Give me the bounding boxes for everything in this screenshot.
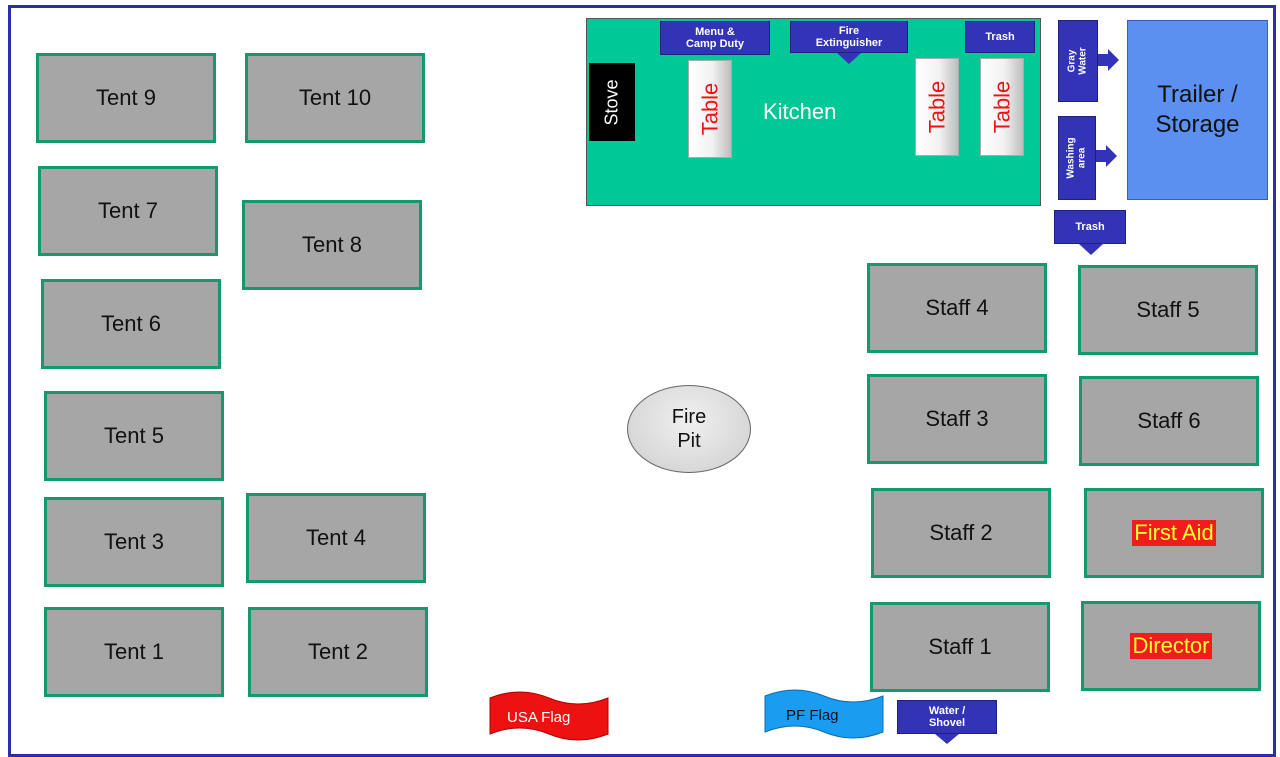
staff-label: Staff 6 [1137,408,1201,433]
fire-pit: Fire Pit [627,385,751,473]
callout-line: Washing [1066,137,1078,179]
staff-1: Staff 1 [870,602,1050,692]
tent-label: Tent 9 [96,85,156,110]
tent-label: Tent 5 [104,423,164,448]
callout-line: Fire [838,25,860,37]
table-1: Table [688,60,732,158]
tent-10: Tent 10 [245,53,425,143]
table-label: Table [989,80,1014,134]
tent-1: Tent 1 [44,607,224,697]
callout-line: Shovel [928,717,966,729]
tent-4: Tent 4 [246,493,426,583]
tent-3: Tent 3 [44,497,224,587]
tent-label: Tent 3 [104,529,164,554]
staff-label: Staff 1 [928,634,992,659]
staff-label: Staff 3 [925,406,989,431]
tent-label: Tent 8 [302,232,362,257]
fire-pit-line: Fire [671,406,707,428]
arrow-down-icon [837,53,861,64]
arrow-right-icon [1106,145,1117,167]
tent-label: Tent 10 [298,85,372,110]
tent-label: Tent 6 [101,311,161,336]
staff-5: Staff 5 [1078,265,1258,355]
callout-line: Trash [985,31,1015,43]
table-label: Table [697,82,722,136]
tent-label: Tent 2 [308,639,368,664]
tent-9: Tent 9 [36,53,216,143]
director-label: Director [1130,633,1212,659]
staff-label: Staff 4 [925,295,989,320]
stove-label: Stove [601,78,622,126]
tent-label: Tent 7 [98,198,158,223]
tent-6: Tent 6 [41,279,221,369]
staff-label: Staff 5 [1136,297,1200,322]
arrow-stub [1096,150,1106,162]
usa-flag-label: USA Flag [507,709,571,726]
callout-line: Extinguisher [815,37,883,49]
table-3: Table [980,58,1024,156]
pf-flag-icon [764,689,884,739]
callout-line: Gray [1066,49,1078,73]
fire-extinguisher-callout: Fire Extinguisher [790,21,908,53]
trailer-line: Storage [1155,111,1240,138]
staff-2: Staff 2 [871,488,1051,578]
tent-5: Tent 5 [44,391,224,481]
first-aid-tent: First Aid [1084,488,1264,578]
kitchen-trash-callout: Trash [965,21,1035,53]
tent-8: Tent 8 [242,200,422,290]
callout-line: Water / [928,705,966,717]
kitchen-label: Kitchen [763,99,837,124]
trailer-line: Trailer / [1157,81,1238,108]
stove: Stove [589,63,635,141]
fire-pit-text: Fire Pit [672,405,706,453]
arrow-stub [1098,54,1108,66]
side-trash-callout: Trash [1054,210,1126,244]
tent-label: Tent 4 [306,525,366,550]
fire-pit-line: Pit [677,430,701,452]
water-shovel-callout: Water / Shovel [897,700,997,734]
boundary-gap [612,742,762,754]
arrow-down-icon [1079,244,1103,255]
callout-line: Menu & [695,26,735,38]
pf-flag-label: PF Flag [786,707,839,724]
trailer-text: Trailer / Storage [1155,80,1239,140]
director-tent: Director [1081,601,1261,691]
tent-label: Tent 1 [104,639,164,664]
tent-2: Tent 2 [248,607,428,697]
callout-line: Trash [1075,221,1105,233]
staff-3: Staff 3 [867,374,1047,464]
table-2: Table [915,58,959,156]
callout-line: area [1077,147,1089,169]
trailer-storage: Trailer / Storage [1127,20,1268,200]
staff-6: Staff 6 [1079,376,1259,466]
table-label: Table [924,80,949,134]
arrow-right-icon [1108,49,1119,71]
staff-4: Staff 4 [867,263,1047,353]
usa-flag-icon [489,691,609,741]
tent-7: Tent 7 [38,166,218,256]
arrow-down-icon [935,734,959,744]
callout-line: Camp Duty [685,38,745,50]
callout-line: Water [1077,47,1089,75]
first-aid-label: First Aid [1132,520,1216,546]
menu-camp-duty-callout: Menu & Camp Duty [660,21,770,55]
staff-label: Staff 2 [929,520,993,545]
